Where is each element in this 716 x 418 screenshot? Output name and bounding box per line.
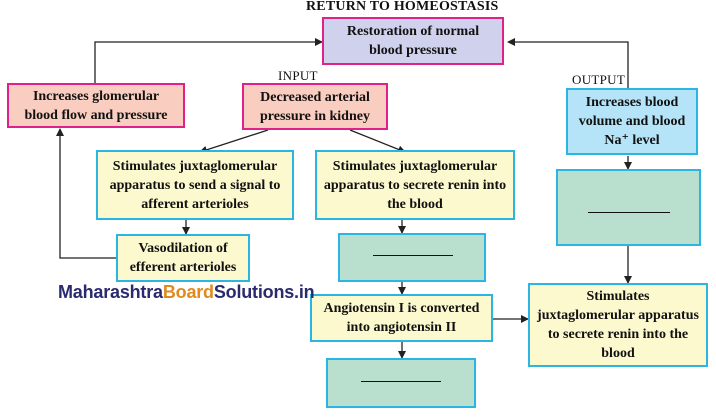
- restoration-box: Restoration of normal blood pressure: [322, 17, 504, 65]
- diagram-title: RETURN TO HOMEOSTASIS: [306, 0, 499, 14]
- watermark: MaharashtraBoardSolutions.in: [58, 282, 315, 303]
- arrow-vasodilation-to-glomerular: [56, 128, 116, 259]
- arrow-decreased-to-signal: [199, 129, 269, 154]
- blank-line: [588, 212, 670, 213]
- output-label: OUTPUT: [572, 72, 626, 87]
- increases-blood-volume-box: Increases blood volume and blood Na⁺ lev…: [566, 88, 698, 155]
- watermark-part2: Board: [162, 282, 214, 302]
- blank-box-right: [556, 169, 701, 246]
- blank-line: [373, 255, 453, 256]
- vasodilation-box: Vasodilation of efferent arterioles: [116, 234, 250, 282]
- stimulates-signal-box: Stimulates juxtaglomerular apparatus to …: [96, 150, 294, 220]
- increases-glomerular-box: Increases glomerular blood flow and pres…: [7, 83, 185, 128]
- angiotensin-box: Angiotensin I is converted into angioten…: [310, 294, 493, 342]
- stimulates-renin-right-box: Stimulates juxtaglomerular apparatus to …: [528, 283, 708, 367]
- blank-line: [361, 381, 441, 382]
- watermark-part3: Solutions.in: [213, 282, 315, 302]
- decreased-arterial-box: Decreased arterial pressure in kidney: [242, 83, 388, 130]
- watermark-part1: Maharashtra: [58, 282, 163, 302]
- blank-box-bottom: [326, 358, 476, 408]
- input-label: INPUT: [278, 68, 318, 83]
- arrow-glomerular-to-restoration: [94, 38, 323, 83]
- arrow-bloodvolume-to-restoration: [507, 38, 629, 88]
- arrow-decreased-to-renin: [349, 129, 406, 154]
- stimulates-renin-box: Stimulates juxtaglomerular apparatus to …: [315, 150, 515, 220]
- blank-box-middle: [338, 233, 486, 282]
